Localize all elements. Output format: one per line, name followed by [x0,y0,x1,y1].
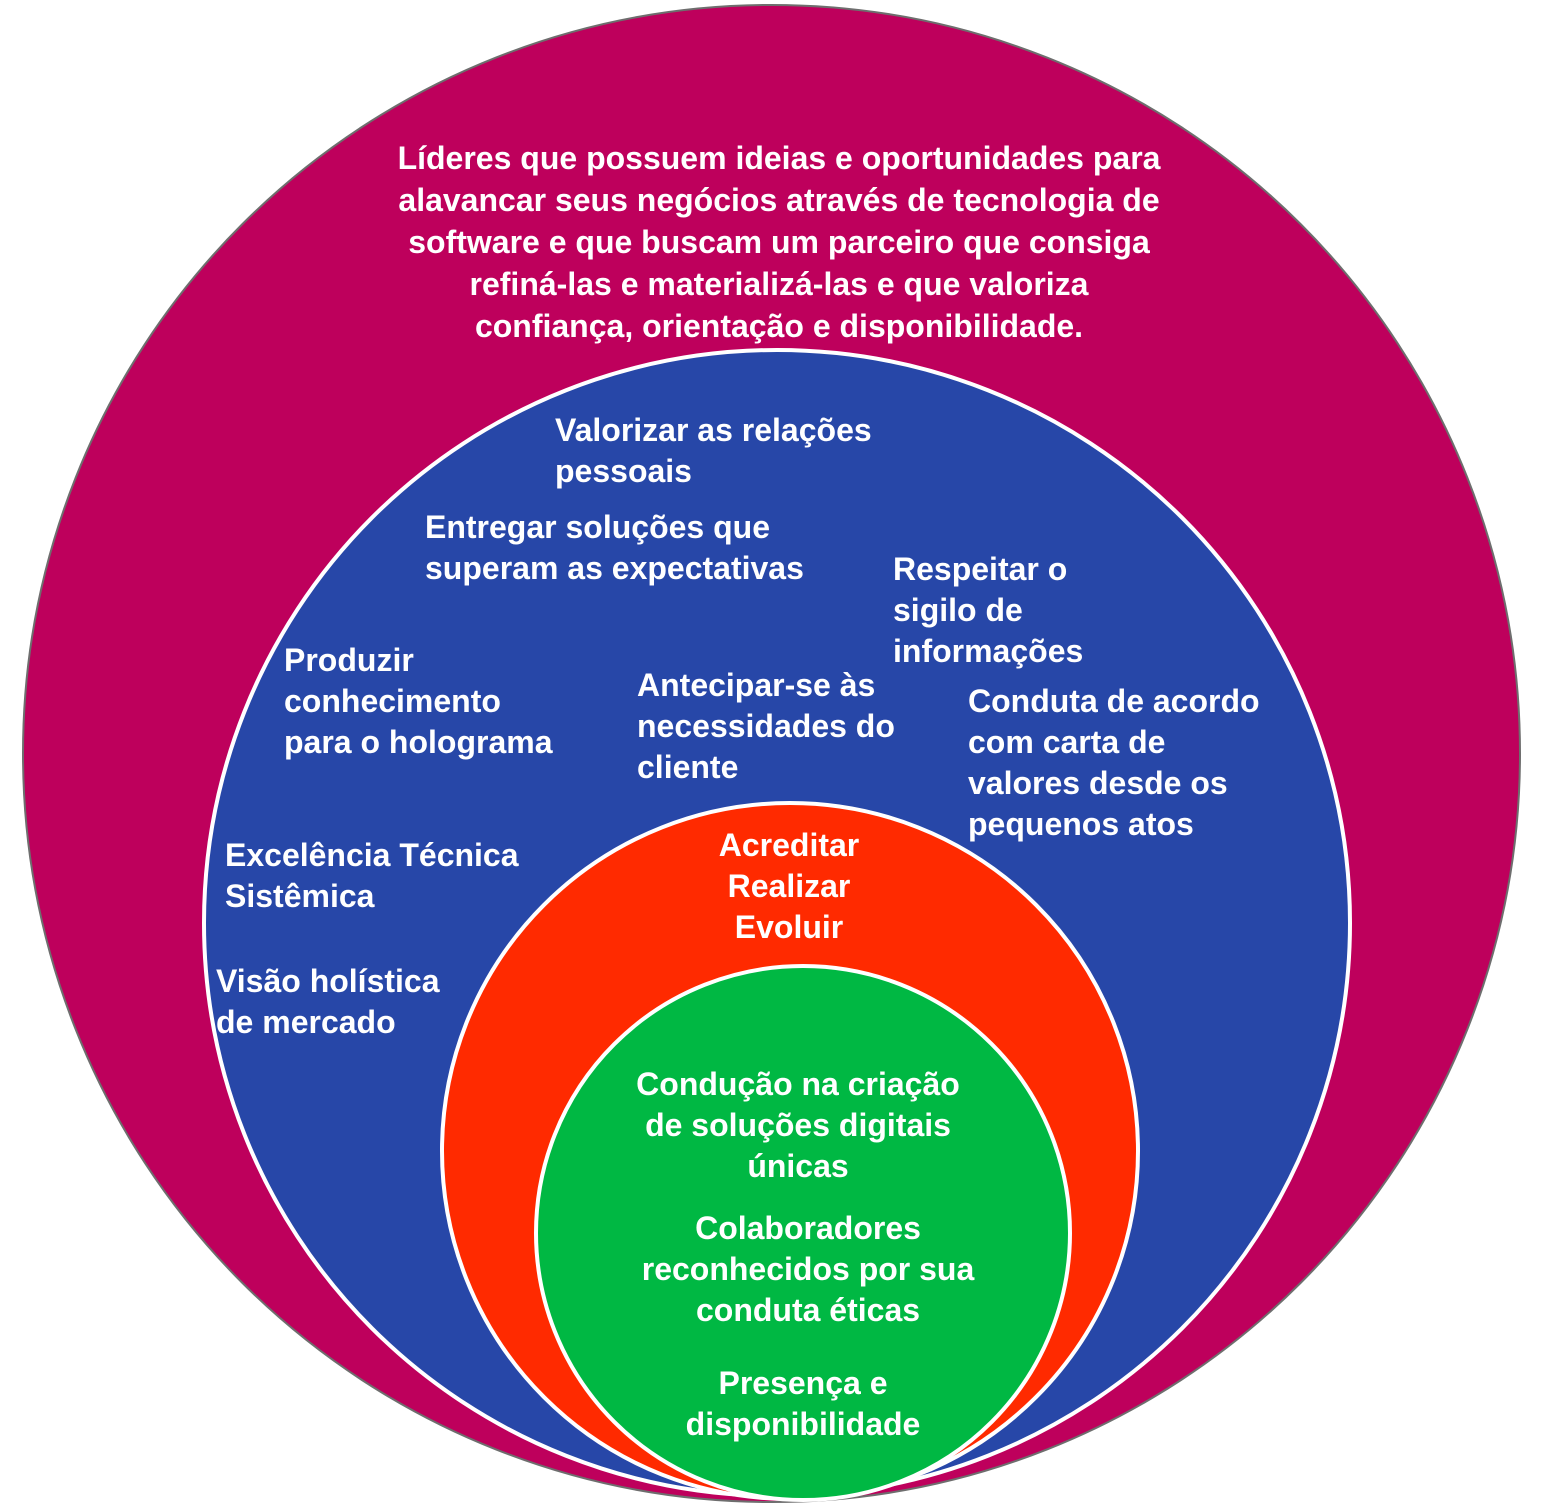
value-produzir-conhecimento: Produzir conhecimento para o holograma [284,642,553,760]
value-respeitar-sigilo: Respeitar o sigilo de informações [893,551,1084,669]
red-circle-text: Acreditar Realizar Evoluir [718,827,860,945]
value-visao-holistica: Visão holística de mercado [216,963,440,1040]
green-item-conducao: Condução na criação de soluções digitais… [636,1066,960,1184]
value-entregar-solucoes: Entregar soluções que superam as expecta… [425,509,804,586]
green-item-colaboradores: Colaboradores reconhecidos por sua condu… [641,1210,975,1328]
value-valorizar-relacoes: Valorizar as relações pessoais [555,412,872,489]
green-circle [534,964,1072,1502]
green-item-presenca: Presença e disponibilidade [685,1365,921,1442]
value-conduta-valores: Conduta de acordo com carta de valores d… [968,683,1260,842]
value-antecipar-necessidades: Antecipar-se às necessidades do cliente [637,667,895,785]
outer-circle-text: Líderes que possuem ideias e oportunidad… [397,140,1161,344]
value-excelencia-tecnica: Excelência Técnica Sistêmica [225,837,519,914]
